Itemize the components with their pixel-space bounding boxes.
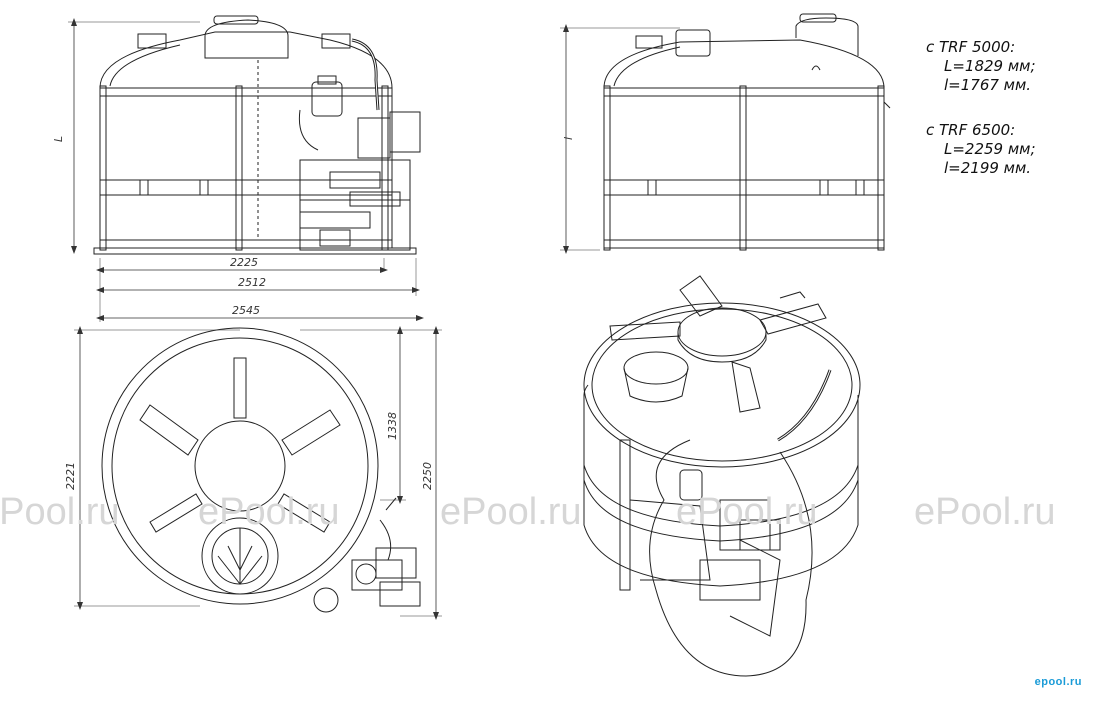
top-view [101, 327, 421, 613]
iso-filter-lid [623, 351, 689, 385]
dim-top-offset: 1338 [386, 412, 399, 440]
front-dimensions [68, 18, 424, 322]
spec-l: l=1767 мм. [944, 76, 1032, 94]
dim-height-front: L [52, 136, 65, 142]
dim-width-total: 2545 [232, 304, 260, 317]
side-view [603, 13, 891, 251]
top-filter-lid [201, 517, 279, 595]
brand-logo[interactable]: epool.ru [1034, 676, 1082, 688]
dim-top-depth-frame: 2250 [421, 462, 434, 490]
front-view [93, 15, 421, 255]
dim-height-side: l [562, 137, 575, 140]
top-dimensions [74, 326, 442, 620]
front-tank-roof [99, 31, 393, 89]
spec-l: l=2199 мм. [944, 159, 1032, 177]
side-tank-roof [603, 39, 885, 89]
front-tank-body [99, 87, 393, 249]
side-dimensions [560, 24, 680, 254]
spec-model: с TRF 5000: [926, 38, 1016, 56]
dim-width-frame: 2512 [238, 276, 266, 289]
top-outer-circle [101, 327, 379, 605]
isometric-view [583, 275, 861, 677]
spec-model: с TRF 6500: [926, 121, 1016, 139]
spec-trf5000: с TRF 5000: L=1829 мм; l=1767 мм. [926, 38, 1036, 95]
front-pump [357, 117, 391, 159]
side-manhole [795, 17, 859, 56]
watermark-5: ePool.ru [914, 491, 1056, 533]
top-center-hatch [194, 420, 286, 512]
watermark-1: ePool.ru [0, 491, 120, 533]
front-base-plate [93, 247, 417, 255]
iso-center-hatch [677, 307, 767, 357]
spec-trf6500: с TRF 6500: L=2259 мм; l=2199 мм. [926, 121, 1036, 178]
top-pump [351, 559, 403, 591]
side-tank-body [603, 87, 885, 249]
spec-L: L=2259 мм; [944, 140, 1036, 158]
spec-L: L=1829 мм; [944, 57, 1036, 75]
front-filter [311, 81, 343, 117]
watermark-3: ePool.ru [440, 491, 582, 533]
watermark-4: ePool.ru [676, 491, 818, 533]
top-rib [233, 357, 247, 419]
front-manhole [204, 19, 289, 37]
spec-notes: с TRF 5000: L=1829 мм; l=1767 мм. с TRF … [926, 38, 1036, 204]
dim-width-tank: 2225 [230, 256, 258, 269]
dim-top-depth-total: 2221 [64, 462, 77, 490]
iso-tank-top [583, 302, 861, 468]
watermarks: ePool.ru ePool.ru ePool.ru ePool.ru ePoo… [0, 491, 1056, 533]
watermark-2: ePool.ru [198, 491, 340, 533]
